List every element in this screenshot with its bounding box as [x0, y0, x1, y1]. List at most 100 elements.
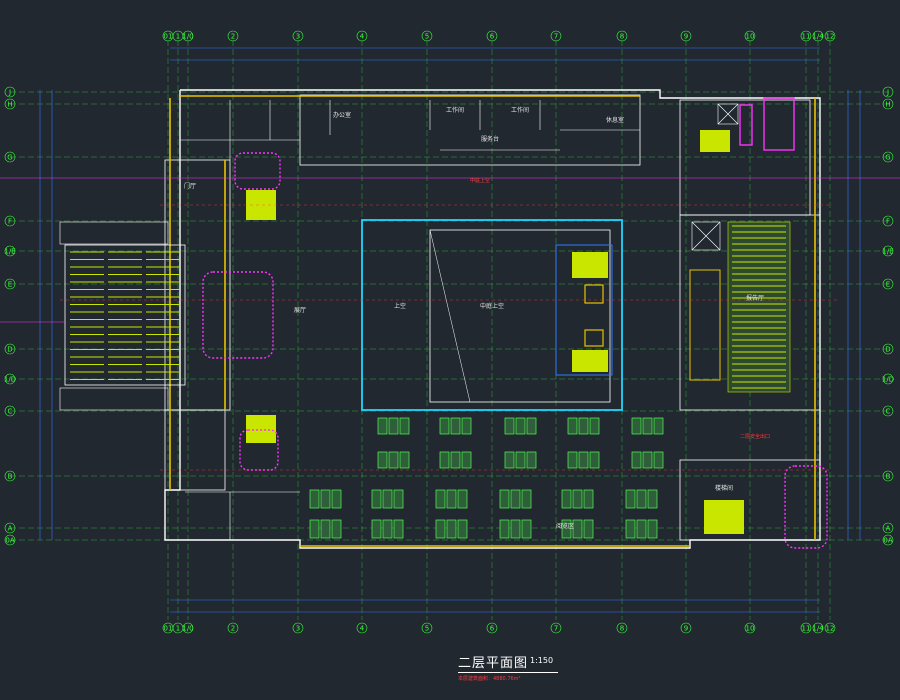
row-axis-bubble [4, 534, 16, 546]
row-axis-bubble [4, 405, 16, 417]
column-axis-bubble [227, 622, 239, 634]
magenta-lines [0, 177, 900, 323]
room-label-office: 办公室 [333, 111, 351, 119]
column-axis-bubble [292, 622, 304, 634]
room-label-reading: 阅览区 [556, 522, 574, 530]
reading-table [439, 417, 450, 435]
column-axis-bubble [182, 30, 194, 42]
reading-table [461, 417, 472, 435]
guide-lines [60, 204, 840, 471]
column-axis-bubble [421, 622, 433, 634]
reading-table [331, 519, 342, 539]
column-axis-bubble [550, 622, 562, 634]
room-label-work2: 工作间 [511, 106, 529, 114]
reading-table [382, 489, 393, 509]
row-axis-bubble [4, 215, 16, 227]
reading-table [399, 417, 410, 435]
column-axis-label: 12 [826, 33, 835, 41]
row-axis-bubble [4, 343, 16, 355]
reading-table [625, 519, 636, 539]
row-axis-label: G [885, 154, 890, 162]
reading-table [625, 489, 636, 509]
annotation-red-2: 二层安全出口 [740, 433, 770, 440]
reading-table [435, 519, 446, 539]
row-axis-label: 1/E [882, 248, 893, 256]
row-axis-label: E [8, 281, 12, 289]
column-axis-label: 3 [296, 625, 300, 633]
column-axis-label: 7 [554, 33, 558, 41]
reading-table [515, 451, 526, 469]
drawing-title-block: 二层平面图 1:150 本层建筑面积：4880.76m² [458, 652, 588, 688]
reading-table [320, 519, 331, 539]
row-axis-label: B [8, 473, 13, 481]
row-axis-label: G [7, 154, 12, 162]
column-axis-label: 1/4 [812, 33, 824, 41]
reading-table [510, 519, 521, 539]
row-axis-bubble [882, 534, 894, 546]
column-axis-label: 2 [231, 33, 235, 41]
column-axis-bubble [486, 30, 498, 42]
row-axis-bubble [882, 522, 894, 534]
column-axis-label: 7 [554, 625, 558, 633]
row-axis-label: J [886, 89, 889, 97]
reading-table [631, 417, 642, 435]
reading-table [377, 417, 388, 435]
row-axis-label: A [886, 525, 891, 533]
reading-table [461, 451, 472, 469]
reading-table [393, 489, 404, 509]
row-axis-label: 0A [5, 537, 14, 545]
row-axis-bubble [882, 278, 894, 290]
reading-table [399, 451, 410, 469]
column-axis-label: 9 [684, 33, 688, 41]
reading-table [309, 519, 320, 539]
column-axis-label: 10 [746, 33, 755, 41]
row-axis-bubble [4, 245, 16, 257]
row-axis-label: B [886, 473, 891, 481]
reading-table [388, 451, 399, 469]
reading-table [450, 451, 461, 469]
reading-table [457, 519, 468, 539]
room-label-work1: 工作间 [446, 106, 464, 114]
reading-table [499, 489, 510, 509]
column-axis-bubble [550, 30, 562, 42]
reading-table [371, 519, 382, 539]
room-label-void: 上空 [394, 302, 406, 310]
row-axis-bubble [882, 405, 894, 417]
room-label-rest: 休息室 [606, 116, 624, 124]
column-axis-bubble [744, 622, 756, 634]
column-axis-bubble [744, 30, 756, 42]
row-axis-bubble [882, 215, 894, 227]
row-axis-bubble [4, 86, 16, 98]
column-axis-label: 2 [231, 625, 235, 633]
row-axis-label: C [8, 408, 13, 416]
elevator-shafts [691, 103, 739, 251]
reading-table [504, 451, 515, 469]
column-axis-bubble [616, 30, 628, 42]
room-label-atrium: 中庭上空 [480, 302, 504, 310]
elevator-cores [202, 97, 828, 549]
reading-table [446, 489, 457, 509]
partitions [180, 100, 640, 540]
reading-table [515, 417, 526, 435]
reading-table [439, 451, 450, 469]
row-axis-label: E [886, 281, 890, 289]
atrium-void [361, 219, 623, 411]
reading-table [499, 519, 510, 539]
column-axis-label: 01 [164, 33, 173, 41]
reading-table [653, 451, 664, 469]
reading-table [521, 519, 532, 539]
reading-table [320, 489, 331, 509]
row-axis-bubble [4, 151, 16, 163]
row-axis-bubble [4, 522, 16, 534]
reading-table [567, 451, 578, 469]
row-axis-bubble [4, 98, 16, 110]
reading-table [653, 417, 664, 435]
column-axis-label: 1/0 [182, 33, 193, 41]
reading-table [504, 417, 515, 435]
column-axis-bubble [292, 30, 304, 42]
reading-table [636, 519, 647, 539]
reading-table [589, 451, 600, 469]
row-axis-label: H [7, 101, 12, 109]
row-axis-label: H [885, 101, 890, 109]
reading-table [382, 519, 393, 539]
